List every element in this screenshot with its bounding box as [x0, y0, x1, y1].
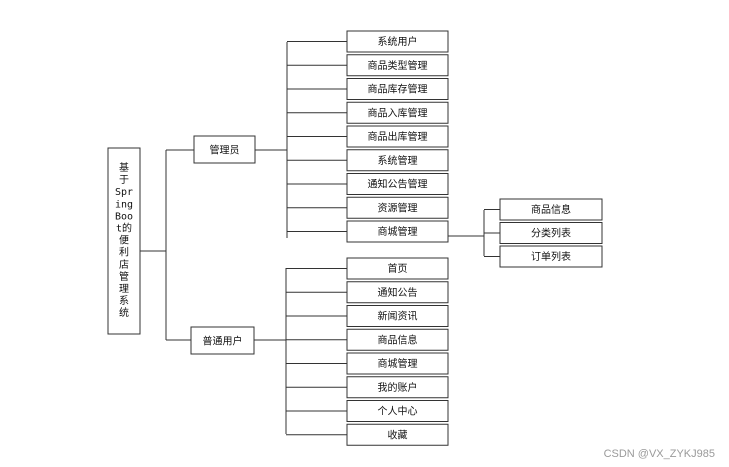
admin-function-item-box — [346, 30, 449, 53]
role-admin-box — [193, 135, 256, 164]
mall-subfunction-item-box — [499, 245, 603, 268]
user-function-item: 我的账户 — [286, 376, 449, 399]
mall-subfunction-item: 分类列表 — [484, 222, 603, 244]
admin-function-item: 系统管理 — [287, 149, 449, 172]
user-function-item-label: 商城管理 — [378, 357, 418, 370]
user-function-item-box — [346, 352, 449, 375]
admin-function-item-box — [346, 125, 449, 148]
root-title-line: 店 — [119, 258, 129, 271]
role-user-box — [190, 326, 255, 355]
root-title-line: Boo — [115, 211, 133, 222]
admin-function-item: 商品入库管理 — [287, 101, 449, 124]
root-title-line: 利 — [119, 247, 129, 259]
user-function-item-label: 商品信息 — [378, 333, 418, 346]
user-function-item-box — [346, 423, 449, 446]
user-function-item-label: 收藏 — [388, 428, 408, 441]
root-title-line: 基 — [119, 161, 129, 174]
mall-subfunction-item: 商品信息 — [484, 198, 603, 221]
admin-function-item-box — [346, 173, 449, 195]
admin-function-item-box — [346, 78, 449, 100]
admin-function-item: 商品类型管理 — [287, 54, 449, 77]
user-function-item: 首页 — [286, 257, 449, 280]
admin-function-item: 商品库存管理 — [287, 78, 449, 100]
admin-function-item-label: 商城管理 — [378, 225, 418, 238]
user-function-item-label: 我的账户 — [378, 381, 418, 394]
admin-function-item: 资源管理 — [287, 196, 449, 219]
admin-function-list: 系统用户商品类型管理商品库存管理商品入库管理商品出库管理系统管理通知公告管理资源… — [287, 30, 449, 243]
mall-subfunction-item: 订单列表 — [484, 245, 603, 268]
user-function-item: 商城管理 — [286, 352, 449, 375]
admin-function-item-box — [346, 54, 449, 77]
admin-function-item: 通知公告管理 — [287, 173, 449, 195]
user-function-item-box — [346, 400, 449, 422]
admin-function-item-label: 资源管理 — [378, 201, 418, 214]
admin-function-item-label: 系统管理 — [378, 154, 418, 167]
admin-function-item-box — [346, 101, 449, 124]
root-title-line: Spr — [115, 187, 133, 198]
root-title-line: 统 — [119, 306, 129, 319]
admin-function-item: 商城管理 — [287, 220, 449, 243]
user-function-item-label: 首页 — [388, 262, 408, 275]
admin-function-item: 系统用户 — [287, 30, 449, 53]
mall-subfunction-item-box — [499, 222, 603, 244]
user-function-item-box — [346, 328, 449, 351]
admin-function-item: 商品出库管理 — [287, 125, 449, 148]
admin-function-item-label: 商品出库管理 — [368, 130, 428, 143]
user-function-item: 新闻资讯 — [286, 305, 449, 327]
role-user-node: 普通用户 — [190, 326, 255, 355]
user-function-item: 收藏 — [286, 423, 449, 446]
mall-subfunction-item-label: 分类列表 — [531, 227, 571, 240]
admin-function-item-label: 商品类型管理 — [368, 59, 428, 72]
mall-subfunction-item-box — [499, 198, 603, 221]
admin-function-item-label: 商品库存管理 — [368, 83, 428, 96]
admin-function-item-box — [346, 196, 449, 219]
root-title-line: 系 — [119, 295, 129, 307]
root-title-line: 于 — [119, 175, 129, 186]
root-box — [107, 147, 141, 335]
connectors — [140, 42, 485, 434]
admin-function-item-box — [346, 220, 449, 243]
user-function-item: 个人中心 — [286, 400, 449, 422]
user-function-item-label: 通知公告 — [378, 286, 418, 299]
user-function-item-box — [346, 376, 449, 399]
root-title-line: ing — [115, 199, 133, 210]
user-function-item: 通知公告 — [286, 281, 449, 304]
user-function-item-label: 新闻资讯 — [378, 310, 418, 323]
root-title-line: 管 — [119, 270, 129, 283]
mall-subfunction-item-label: 商品信息 — [531, 203, 571, 216]
user-function-item-box — [346, 257, 449, 280]
root-title-line: 便 — [119, 234, 129, 247]
root-title-line: t的 — [116, 222, 132, 235]
role-admin-node: 管理员 — [193, 135, 256, 164]
mall-subfunction-item-label: 订单列表 — [531, 250, 571, 263]
user-function-item-box — [346, 281, 449, 304]
root-title-line: 理 — [119, 283, 129, 295]
admin-function-item-label: 通知公告管理 — [368, 178, 428, 191]
admin-function-item-label: 系统用户 — [378, 35, 418, 48]
admin-function-item-label: 商品入库管理 — [368, 106, 428, 119]
user-function-item-box — [346, 305, 449, 327]
user-function-item-label: 个人中心 — [378, 405, 418, 418]
role-user-label: 普通用户 — [203, 335, 243, 348]
watermark: CSDN @VX_ZYKJ985 — [603, 448, 715, 460]
role-admin-label: 管理员 — [210, 144, 240, 157]
admin-function-item-box — [346, 149, 449, 172]
user-function-item: 商品信息 — [286, 328, 449, 351]
